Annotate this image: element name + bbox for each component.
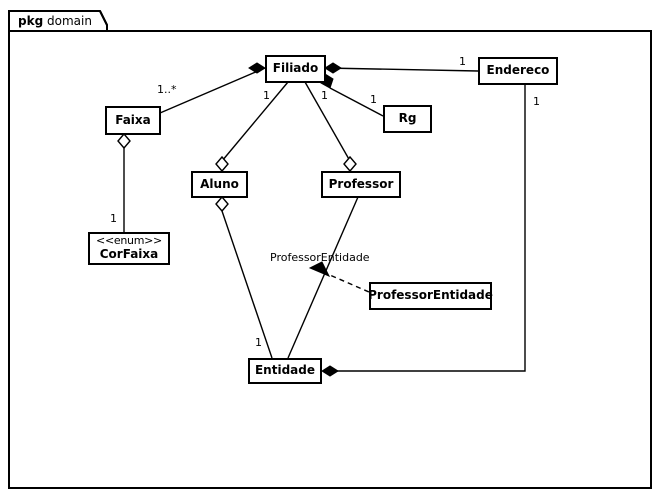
class-box-rg[interactable]: Rg [383,105,432,133]
aggregation-diamond-aluno-entidade [215,195,229,213]
edge-filiado-professor [304,81,351,162]
multiplicity-aluno-entidade: 1 [255,336,262,349]
composition-diamond-filiado-faixa [248,62,266,74]
class-name-aluno: Aluno [200,176,239,191]
class-name-professorentidade: ProfessorEntidade [368,288,493,303]
multiplicity-filiado-professor: 1 [321,89,328,102]
composition-diamond-entidade-endereco [321,365,339,377]
multiplicity-faixa-corfaixa: 1 [110,212,117,225]
class-box-endereco[interactable]: Endereco [478,57,558,85]
multiplicity-endereco-filiado: 1 [459,55,466,68]
edge-endereco-entidade [334,85,526,372]
multiplicity-faixa-filiado: 1..* [157,83,177,96]
class-stereotype-corfaixa: <<enum>> [96,234,162,248]
class-name-faixa: Faixa [115,112,151,127]
package-name: domain [47,14,92,28]
class-box-faixa[interactable]: Faixa [105,106,161,135]
class-name-professor: Professor [328,176,394,191]
composition-diamond-filiado-endereco [324,62,342,74]
class-box-aluno[interactable]: Aluno [191,171,248,198]
edge-aluno-entidade [221,210,273,359]
edge-filiado-rg [329,87,384,117]
aggregation-diamond-faixa-corfaixa [117,132,131,150]
edge-faixa-filiado [159,67,266,114]
class-name-endereco: Endereco [486,63,550,78]
class-name-entidade: Entidade [254,363,315,378]
class-box-professorentidade[interactable]: ProfessorEntidade [368,282,493,310]
multiplicity-filiado-aluno: 1 [263,89,270,102]
package-title: pkg domain [18,15,92,27]
class-box-professor[interactable]: Professor [321,171,401,198]
edge-endereco-filiado [324,67,479,72]
aggregation-diamond-aluno-filiado [215,155,229,173]
class-box-entidade[interactable]: Entidade [248,358,322,384]
package-keyword: pkg [18,14,44,28]
class-box-filiado[interactable]: Filiado [265,55,326,83]
multiplicity-filiado-rg: 1 [370,93,377,106]
class-box-corfaixa[interactable]: <<enum>> CorFaixa [88,232,170,265]
multiplicity-endereco-entidade: 1 [533,95,540,108]
class-name-corfaixa: CorFaixa [99,246,159,261]
edge-filiado-aluno [221,81,289,162]
class-name-rg: Rg [398,111,417,126]
association-label-professor-entidade: ProfessorEntidade [270,251,370,264]
aggregation-diamond-professor-filiado [343,155,357,173]
package-tab-corner [99,10,108,26]
edge-professor-entidade [287,196,359,359]
class-name-filiado: Filiado [272,61,319,76]
